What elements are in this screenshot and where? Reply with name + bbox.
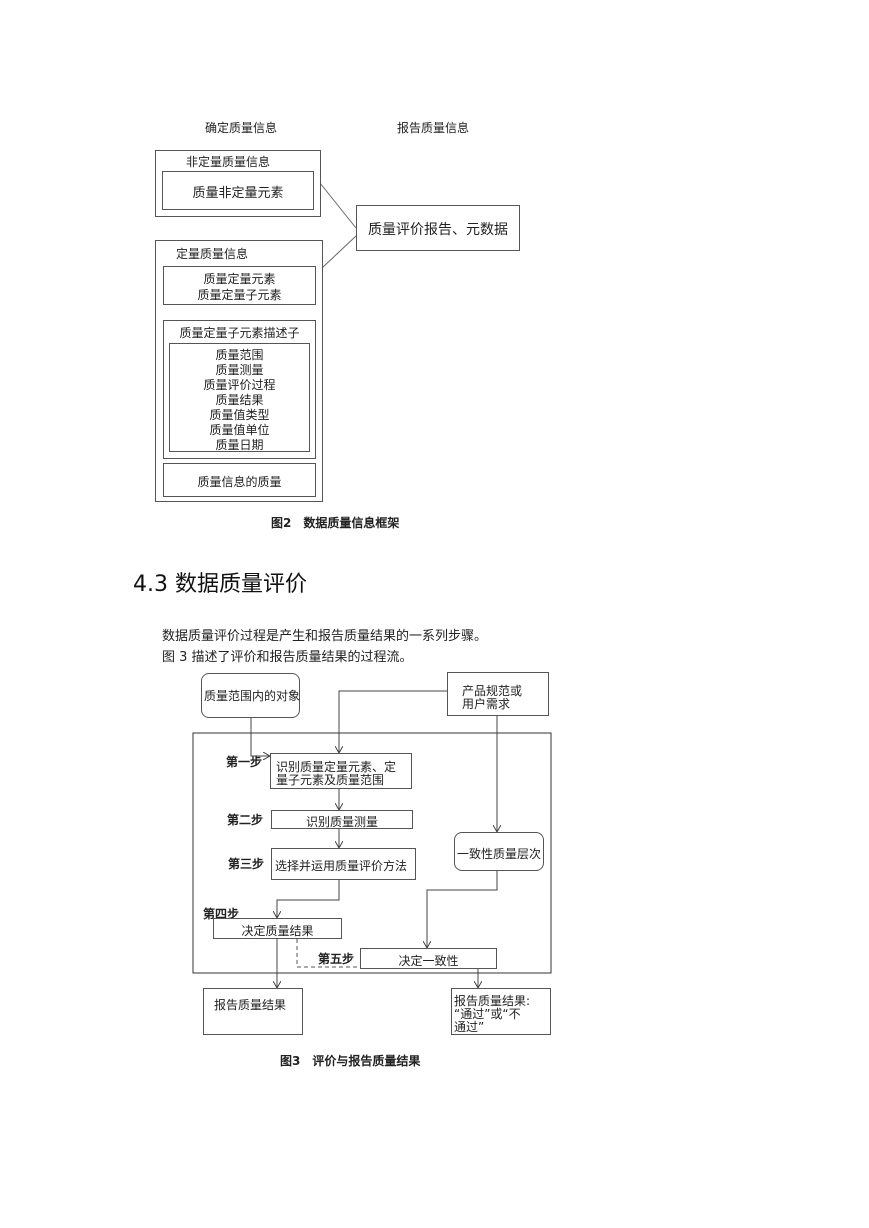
conformance-level-label: 一致性质量层次 (457, 847, 542, 861)
step-4-label: 第四步 (203, 907, 240, 921)
product-spec-box: 产品规范或 用户需求 (447, 672, 549, 716)
nonquantitative-element-box: 质量非定量元素 (162, 171, 314, 210)
step-4-box: 决定质量结果 (213, 918, 342, 939)
fig2-column-left-title: 确定质量信息 (205, 121, 278, 135)
product-spec-label-line-2: 用户需求 (462, 697, 511, 711)
descriptor-item: 质量范围 (215, 348, 264, 362)
report-result-label: 报告质量结果 (214, 998, 287, 1012)
step-5-box-label: 决定一致性 (398, 954, 459, 968)
descriptor-item: 质量值类型 (209, 408, 270, 422)
descriptor-item: 质量值单位 (209, 423, 270, 437)
step-5-box: 决定一致性 (360, 948, 497, 969)
section-paragraph-line-2: 图 3 描述了评价和报告质量结果的过程流。 (162, 650, 413, 665)
quantitative-title: 定量质量信息 (176, 247, 249, 261)
scope-objects-label: 质量范围内的对象 (204, 689, 301, 703)
pass-fail-line-3: 通过” (454, 1020, 485, 1034)
step-3-label: 第三步 (228, 857, 265, 871)
quantitative-subelement-label: 质量定量子元素 (197, 288, 282, 302)
quantitative-group: 定量质量信息 质量定量元素 质量定量子元素 质量定量子元素描述子 质量范围 质量… (155, 240, 323, 502)
step-4-box-label: 决定质量结果 (241, 924, 314, 938)
scope-objects-box: 质量范围内的对象 (201, 673, 300, 718)
pass-fail-line-2: “通过”或“不 (454, 1007, 521, 1021)
step-2-label: 第二步 (227, 813, 264, 827)
descriptor-title: 质量定量子元素描述子 (179, 326, 300, 340)
descriptor-item: 质量评价过程 (203, 378, 276, 392)
meta-quality-box: 质量信息的质量 (163, 463, 316, 497)
descriptor-list: 质量范围 质量测量 质量评价过程 质量结果 质量值类型 质量值单位 质量日期 (169, 343, 310, 452)
quantitative-element-box: 质量定量元素 质量定量子元素 (163, 266, 316, 305)
meta-quality-label: 质量信息的质量 (197, 475, 282, 489)
step-2-box-label: 识别质量测量 (305, 815, 378, 829)
pass-fail-line-1: 报告质量结果: (454, 994, 531, 1008)
descriptor-box: 质量定量子元素描述子 质量范围 质量测量 质量评价过程 质量结果 质量值类型 质… (163, 320, 316, 459)
step-1-box-line-1: 识别质量定量元素、定 (276, 760, 397, 774)
product-spec-label-line-1: 产品规范或 (462, 684, 523, 698)
descriptor-item: 质量日期 (215, 438, 264, 452)
section-heading: 4.3 数据质量评价 (133, 572, 307, 597)
conformance-level-box: 一致性质量层次 (454, 832, 544, 871)
quality-report-box: 质量评价报告、元数据 (356, 205, 520, 251)
report-result-box: 报告质量结果 (203, 988, 303, 1035)
quantitative-element-label: 质量定量元素 (203, 272, 276, 286)
descriptor-item: 质量测量 (215, 363, 264, 377)
step-3-box-label: 选择并运用质量评价方法 (275, 859, 408, 873)
nonquantitative-element-label: 质量非定量元素 (192, 186, 284, 201)
figure-3-caption: 图3 评价与报告质量结果 (280, 1054, 421, 1068)
quality-report-label: 质量评价报告、元数据 (368, 222, 508, 238)
step-1-label: 第一步 (226, 755, 263, 769)
figure-2-caption: 图2 数据质量信息框架 (271, 516, 400, 530)
step-5-label: 第五步 (318, 952, 355, 966)
fig2-column-right-title: 报告质量信息 (397, 121, 470, 135)
step-1-box: 识别质量定量元素、定 量子元素及质量范围 (270, 753, 412, 789)
descriptor-item: 质量结果 (215, 393, 264, 407)
step-3-box: 选择并运用质量评价方法 (271, 848, 416, 880)
nonquantitative-title: 非定量质量信息 (186, 155, 271, 169)
section-paragraph-line-1: 数据质量评价过程是产生和报告质量结果的一系列步骤。 (162, 629, 488, 644)
pass-fail-box: 报告质量结果: “通过”或“不 通过” (451, 988, 551, 1035)
nonquantitative-group: 非定量质量信息 质量非定量元素 (155, 150, 321, 217)
step-1-box-line-2: 量子元素及质量范围 (276, 773, 385, 787)
step-2-box: 识别质量测量 (271, 810, 413, 829)
